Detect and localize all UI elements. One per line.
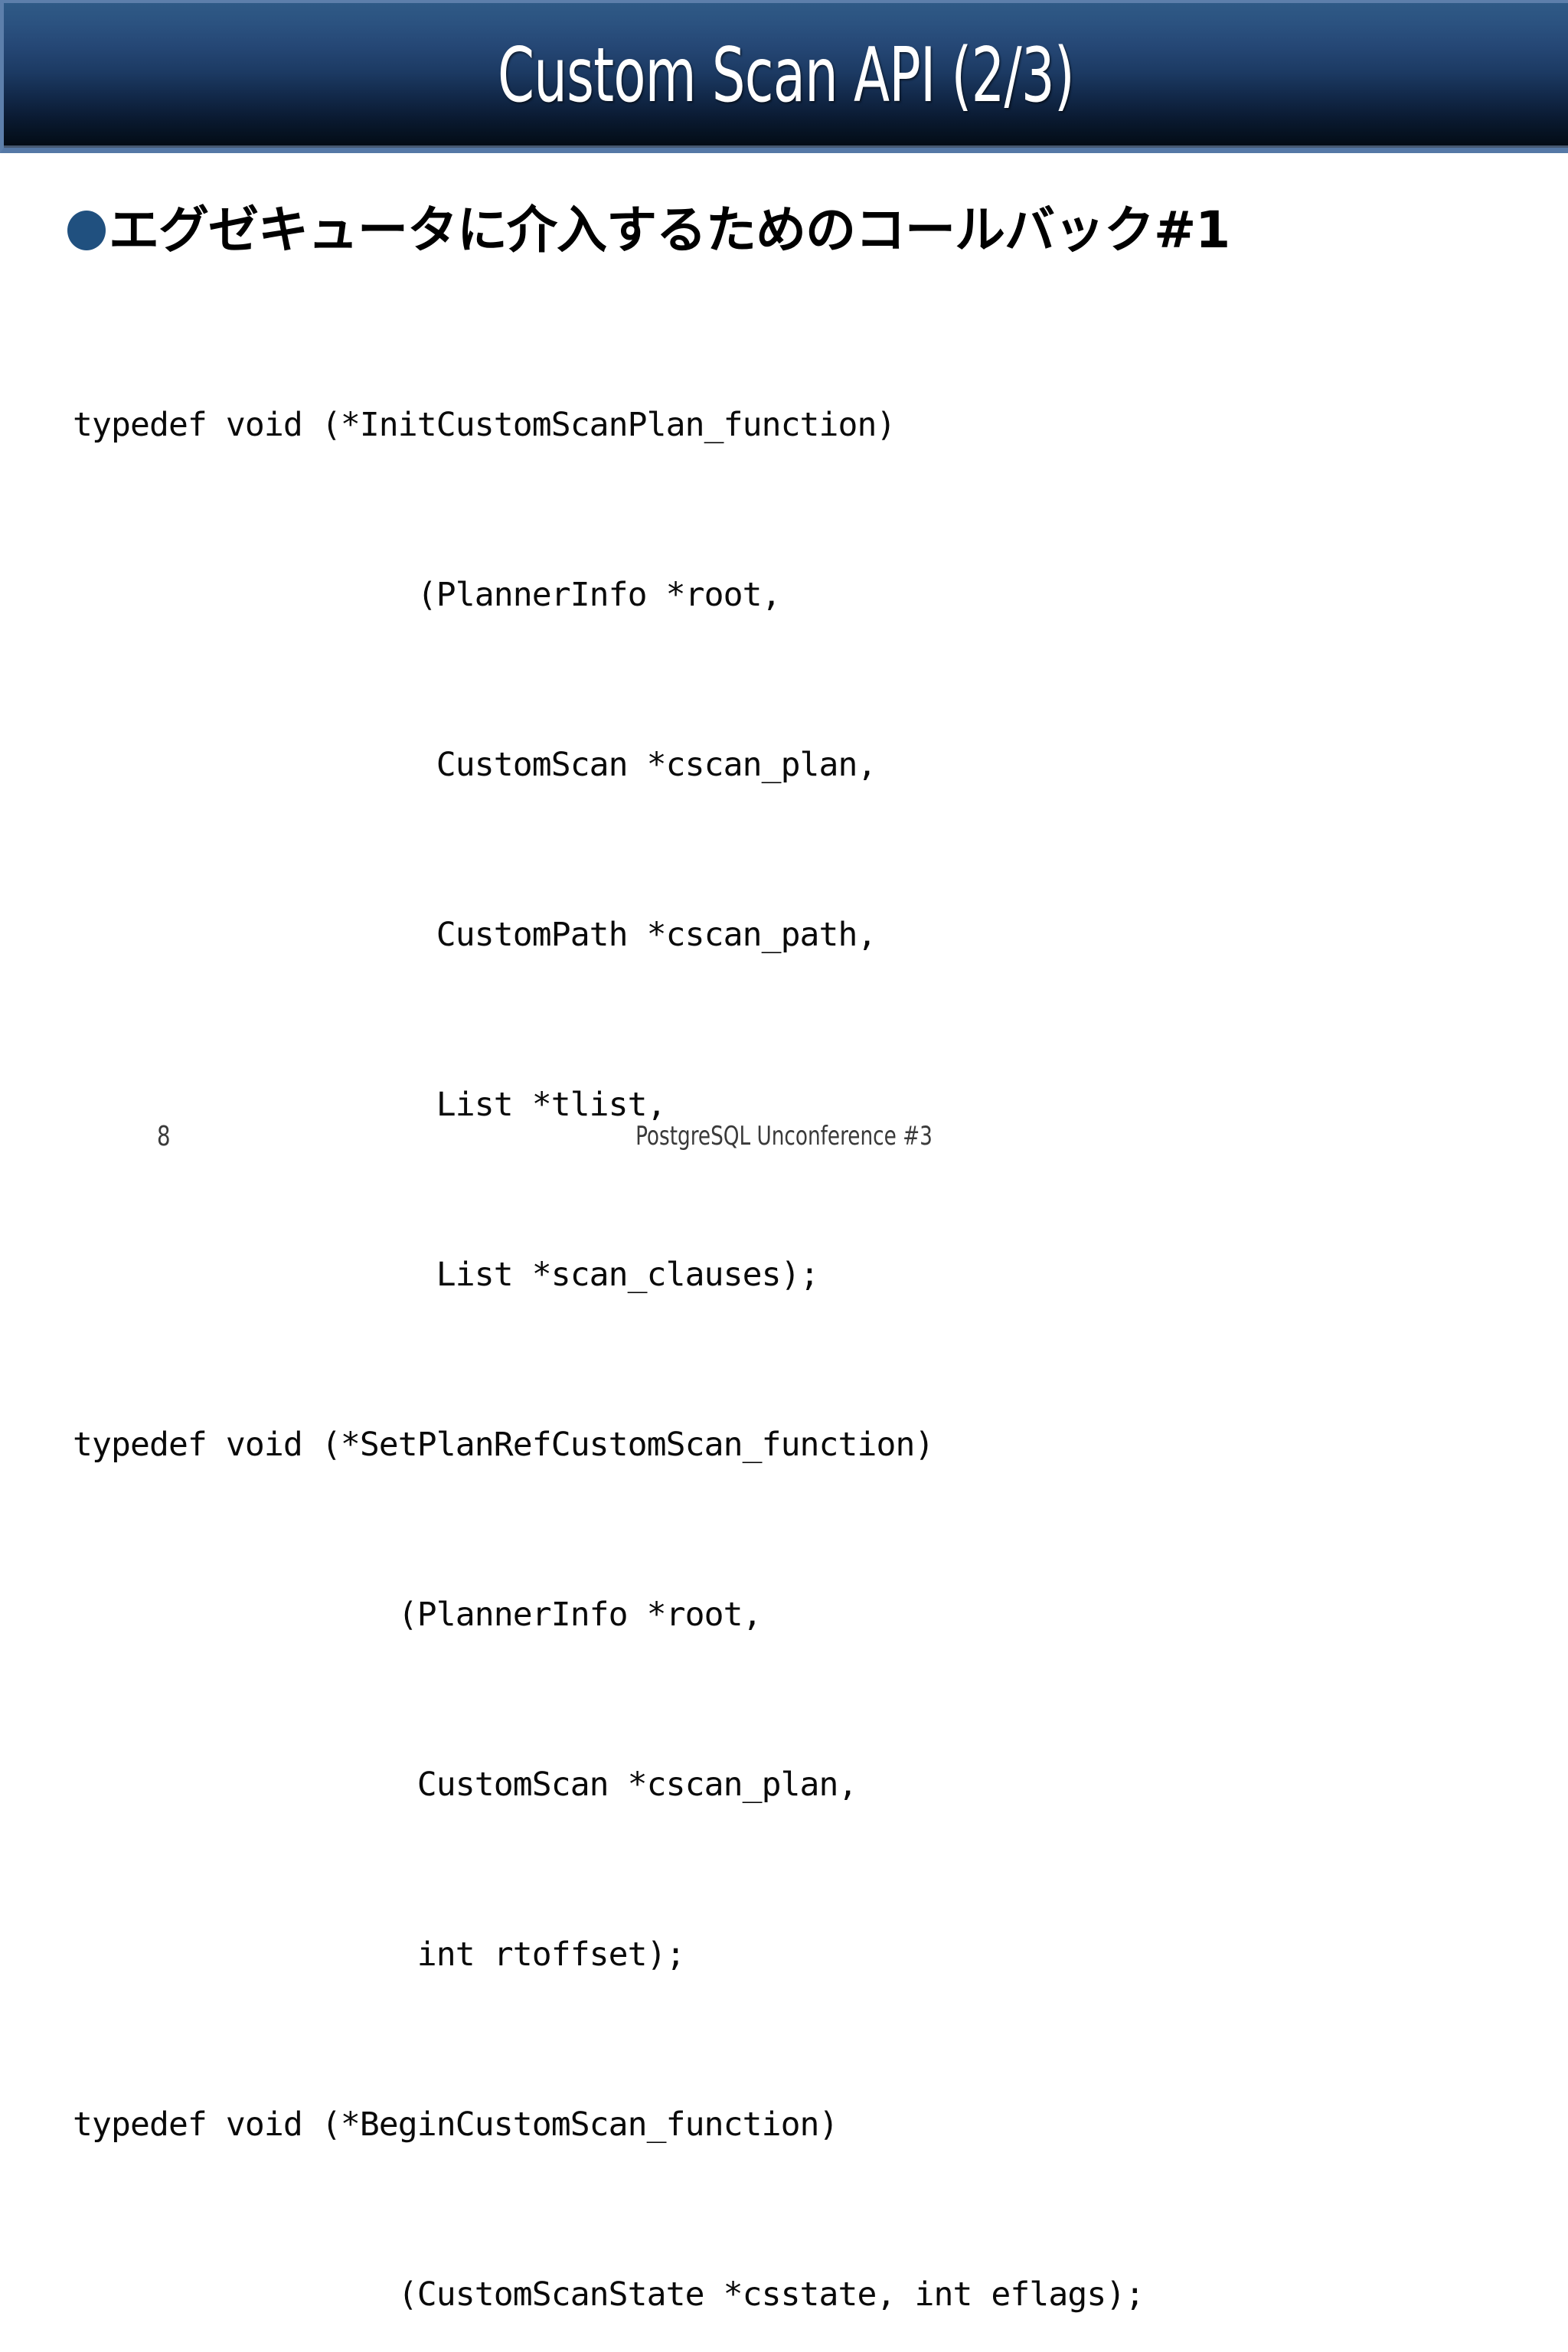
code-line: CustomScan *cscan_plan, (73, 1766, 858, 1804)
footer-conference-label: PostgreSQL Unconference #3 (635, 1121, 933, 1152)
code-line: (CustomScanState *csstate, int eflags); (73, 2275, 1145, 2314)
bullet-heading-label: エグゼキュータに介入するためのコールバック#1 (109, 201, 1230, 260)
bullet-heading: エグゼキュータに介入するためのコールバック#1 (67, 205, 1230, 256)
code-line: typedef void (*BeginCustomScan_function) (73, 2105, 838, 2144)
code-line: (PlannerInfo *root, (73, 576, 782, 614)
slide-title-banner: Custom Scan API (2/3) (0, 0, 1568, 153)
slide-footer: 8 PostgreSQL Unconference #3 (0, 1121, 1568, 1155)
code-line: (PlannerInfo *root, (73, 1596, 763, 1634)
code-line: typedef void (*InitCustomScanPlan_functi… (73, 406, 896, 444)
code-line: typedef void (*SetPlanRefCustomScan_func… (73, 1426, 934, 1464)
page-title: Custom Scan API (2/3) (498, 32, 1075, 119)
page-number: 8 (157, 1121, 171, 1152)
bullet-dot-icon (67, 211, 106, 250)
code-line: List *scan_clauses); (73, 1256, 820, 1294)
code-line: int rtoffset); (73, 1936, 686, 1974)
code-line: CustomPath *cscan_path, (73, 916, 877, 954)
code-line: List *tlist, (73, 1086, 667, 1124)
code-line: CustomScan *cscan_plan, (73, 746, 877, 784)
code-block: typedef void (*InitCustomScanPlan_functi… (73, 283, 1145, 2352)
